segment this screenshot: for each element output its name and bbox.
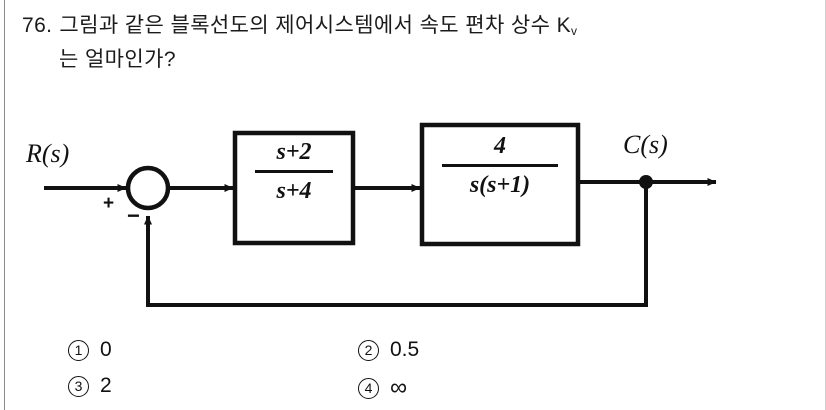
fraction-bar-icon (442, 164, 558, 167)
page-left-border (4, 0, 5, 410)
answer-option-3-marker: 3 (68, 375, 89, 397)
question-line-2: 는 얼마인가? (59, 48, 176, 71)
summing-junction (125, 165, 171, 211)
input-signal-label: R(s) (26, 139, 70, 168)
answer-option-2-text: 0.5 (390, 338, 420, 361)
answer-option-3-text: 2 (100, 374, 112, 397)
kv-subscript: v (571, 24, 578, 38)
question-number: 76. (22, 14, 53, 37)
answer-option-2[interactable]: 2 0.5 (358, 338, 419, 362)
summing-negative-sign: − (127, 203, 140, 228)
transfer-block-2 (419, 122, 581, 247)
block-diagram: R(s) C(s) + − s+2 s+4 4 s(s+1) (0, 104, 826, 329)
answer-option-2-marker: 2 (358, 339, 379, 361)
fraction-bar-icon (255, 170, 333, 173)
transfer-function-1-denominator: s+4 (276, 178, 312, 204)
answer-option-4-text: ∞ (390, 374, 408, 401)
answer-option-1-text: 0 (100, 338, 112, 361)
transfer-function-1-numerator: s+2 (276, 139, 312, 165)
question-line-1-text: 그림과 같은 블록선도의 제어시스템에서 속도 편차 상수 K (59, 14, 572, 37)
answer-option-1-marker: 1 (68, 339, 89, 361)
transfer-function-2: 4 s(s+1) (432, 134, 568, 197)
answer-options: 1 0 2 0.5 3 2 4 ∞ (0, 336, 826, 410)
answer-option-1[interactable]: 1 0 (68, 338, 112, 362)
answer-option-4[interactable]: 4 ∞ (358, 374, 407, 402)
transfer-function-2-denominator: s(s+1) (469, 172, 531, 198)
answer-option-4-marker: 4 (358, 377, 379, 399)
output-signal-label: C(s) (623, 130, 668, 159)
question-line-1: 76. 그림과 같은 블록선도의 제어시스템에서 속도 편차 상수 Kv (22, 10, 792, 44)
kv-symbol: v (571, 14, 578, 38)
question-text: 76. 그림과 같은 블록선도의 제어시스템에서 속도 편차 상수 Kv 는 얼마… (22, 10, 792, 75)
summing-positive-sign: + (103, 193, 115, 214)
transfer-function-2-numerator: 4 (494, 133, 506, 159)
answer-option-3[interactable]: 3 2 (68, 374, 112, 398)
transfer-function-1: s+2 s+4 (244, 140, 344, 203)
block-diagram-svg (44, 122, 717, 307)
